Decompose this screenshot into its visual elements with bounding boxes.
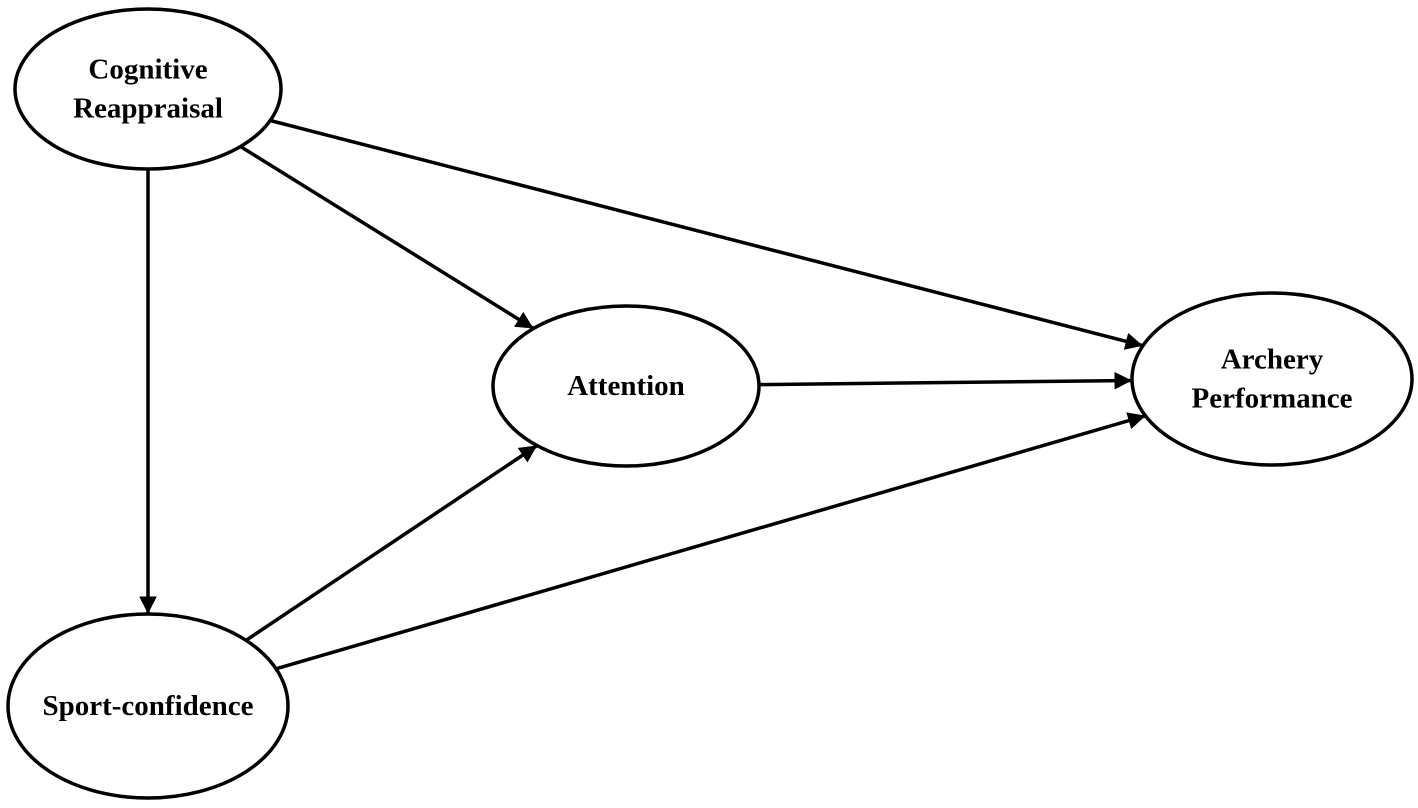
node-ellipse-archery-performance	[1130, 291, 1414, 467]
node-label-sport-confidence-line-1: Sport-confidence	[42, 690, 253, 722]
arrow-attention-to-archery-performance	[758, 371, 1133, 390]
arrow-cognitive-reappraisal-to-attention	[239, 145, 535, 330]
edges-layer	[139, 118, 1146, 671]
node-sport-confidence: Sport-confidence	[6, 612, 290, 800]
node-label-cognitive-reappraisal-line-1: Cognitive	[88, 54, 207, 86]
arrow-sport-confidence-to-archery-performance	[275, 412, 1146, 671]
node-label-cognitive-reappraisal-line-2: Reappraisal	[73, 93, 223, 125]
node-attention: Attention	[491, 304, 761, 468]
node-label-archery-performance-line-2: Performance	[1191, 383, 1352, 415]
arrow-cognitive-reappraisal-to-archery-performance	[269, 118, 1144, 350]
node-ellipse-cognitive-reappraisal	[13, 7, 283, 171]
node-ellipse-sport-confidence	[6, 612, 290, 800]
node-label-archery-performance-line-1: Archery	[1221, 344, 1324, 376]
arrow-sport-confidence-to-attention	[245, 444, 539, 642]
node-label-attention-line-1: Attention	[567, 370, 685, 402]
node-ellipse-attention	[491, 304, 761, 468]
